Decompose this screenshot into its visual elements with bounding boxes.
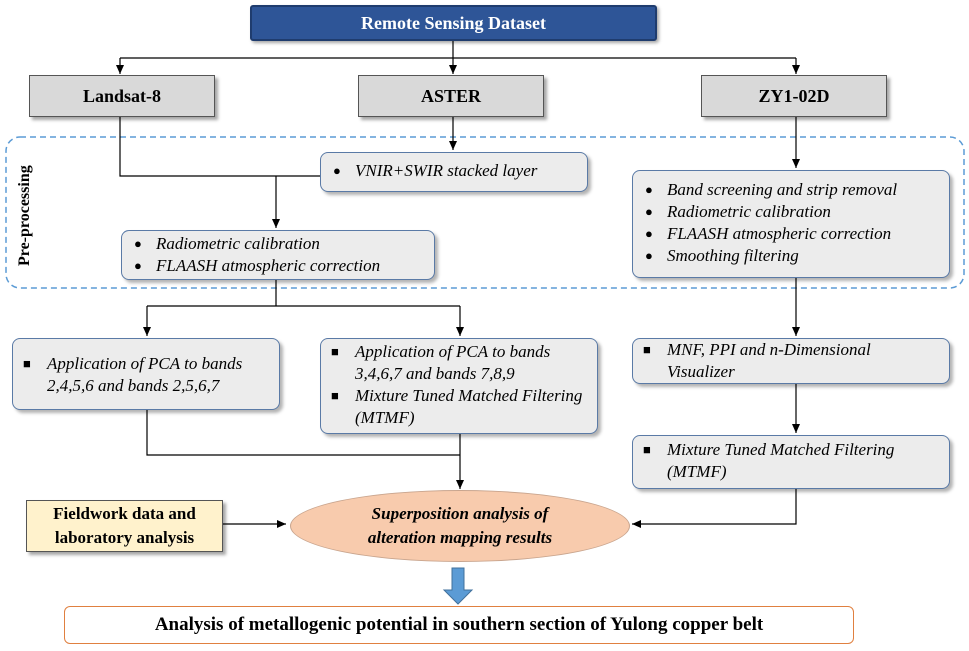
list-item: Smoothing filtering <box>641 245 941 267</box>
list-item: Application of PCA to bands 3,4,6,7 and … <box>329 341 589 385</box>
landsat-8-box: Landsat-8 <box>29 75 215 117</box>
list-item: MNF, PPI and n-Dimensional Visualizer <box>641 339 941 383</box>
list-item: Band screening and strip removal <box>641 179 941 201</box>
list-item: FLAASH atmospheric correction <box>641 223 941 245</box>
shared-preprocessing-box: Radiometric calibration FLAASH atmospher… <box>121 230 435 280</box>
final-analysis-box: Analysis of metallogenic potential in so… <box>64 606 854 644</box>
superposition-ellipse: Superposition analysis of alteration map… <box>290 490 630 562</box>
zy-mnf-box: MNF, PPI and n-Dimensional Visualizer <box>632 338 950 384</box>
list-item: VNIR+SWIR stacked layer <box>329 160 579 182</box>
zy-preprocessing-box: Band screening and strip removal Radiome… <box>632 170 950 278</box>
list-item: FLAASH atmospheric correction <box>130 255 426 277</box>
preprocessing-label: Pre-processing <box>16 165 33 266</box>
aster-preprocessing-box: VNIR+SWIR stacked layer <box>320 152 588 192</box>
landsat-processing-box: Application of PCA to bands 2,4,5,6 and … <box>12 338 280 410</box>
list-item: Mixture Tuned Matched Filtering (MTMF) <box>329 385 589 429</box>
fieldwork-box: Fieldwork data and laboratory analysis <box>26 500 223 552</box>
list-item: Radiometric calibration <box>130 233 426 255</box>
aster-processing-box: Application of PCA to bands 3,4,6,7 and … <box>320 338 598 434</box>
list-item: Application of PCA to bands 2,4,5,6 and … <box>21 353 271 397</box>
preprocessing-region <box>5 136 965 289</box>
zy1-02d-box: ZY1-02D <box>701 75 887 117</box>
remote-sensing-dataset-title: Remote Sensing Dataset <box>250 5 657 41</box>
aster-box: ASTER <box>358 75 544 117</box>
list-item: Radiometric calibration <box>641 201 941 223</box>
zy-mtmf-box: Mixture Tuned Matched Filtering (MTMF) <box>632 435 950 489</box>
down-arrow-icon <box>442 567 474 605</box>
list-item: Mixture Tuned Matched Filtering (MTMF) <box>641 439 941 483</box>
